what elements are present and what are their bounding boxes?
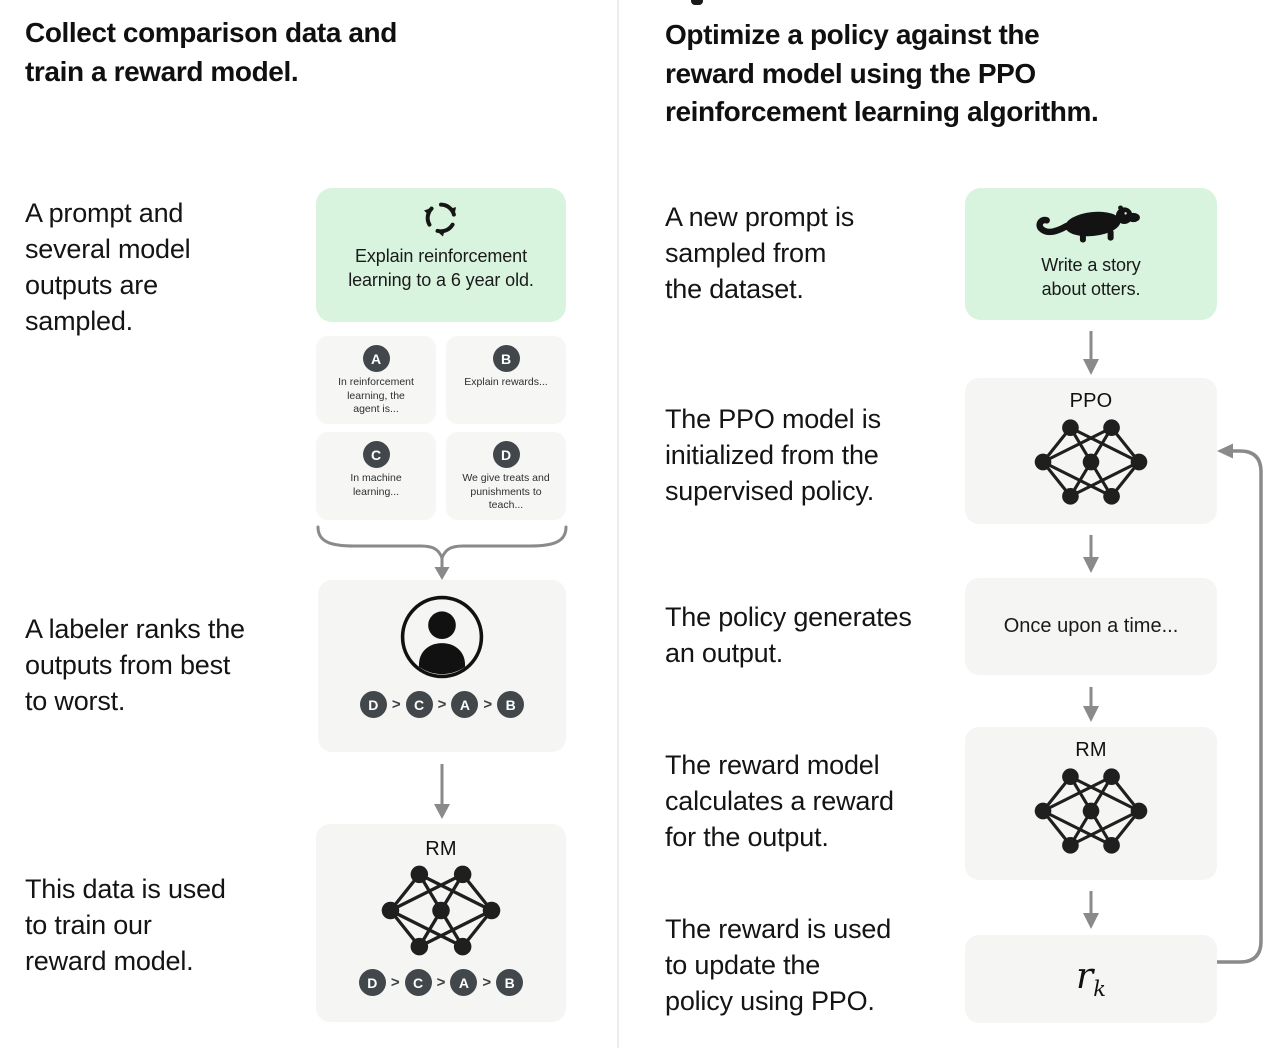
rank-badge-3: A: [450, 969, 478, 996]
prompt-card-right: Write a story about otters.: [965, 188, 1217, 320]
arrow-prompt-to-ppo: [1083, 331, 1099, 375]
right-step-1: A new prompt is sampled from the dataset…: [665, 202, 855, 304]
left-heading: Collect comparison data and train a rewa…: [25, 17, 397, 87]
rank-badge-3: A: [451, 691, 479, 718]
neural-network-icon: [1034, 768, 1148, 854]
reward-symbol: r: [1076, 956, 1094, 998]
ppo-label: PPO: [1069, 390, 1113, 412]
brace-connector: [316, 525, 568, 580]
rank-badge-2: C: [405, 691, 433, 718]
rank-badge-4: B: [497, 691, 525, 718]
reward-subscript: k: [1093, 977, 1106, 1002]
rank-separator: >: [390, 974, 400, 991]
output-text-b: Explain rewards...: [464, 376, 548, 388]
labeler-card: D > C > A > B: [318, 580, 566, 752]
output-box-b: B Explain rewards...: [446, 336, 566, 424]
neural-network-icon: [381, 865, 501, 956]
top-crop-artifact: [691, 0, 703, 5]
left-step-3: This data is used to train our reward mo…: [25, 874, 226, 976]
rank-separator: >: [436, 974, 446, 991]
output-badge-d: D: [492, 441, 520, 468]
prompt-card-right-text: Write a story about otters.: [1041, 255, 1141, 300]
output-box-d: D We give treats and punishments to teac…: [446, 432, 566, 520]
rank-badge-4: B: [496, 969, 524, 996]
rank-separator: >: [483, 696, 493, 713]
policy-output-card: Once upon a time...: [965, 578, 1217, 675]
otter-icon: [1036, 205, 1140, 243]
policy-output-text: Once upon a time...: [1003, 615, 1179, 637]
right-step-3: The policy generates an output.: [665, 602, 912, 668]
right-step-4: The reward model calculates a reward for…: [665, 750, 894, 852]
arrow-labeler-to-rm: [434, 764, 450, 819]
feedback-loop-arrow: [1217, 443, 1263, 964]
left-step-1: A prompt and several model outputs are s…: [25, 198, 191, 336]
output-text-d: We give treats and punishments to teach.…: [462, 472, 550, 512]
reward-model-card-left: RM D > C > A > B: [316, 824, 566, 1022]
output-badge-b: B: [492, 345, 520, 372]
arrow-ppo-to-output: [1083, 535, 1099, 573]
reward-value-card: rk: [965, 935, 1217, 1023]
reward-value: rk: [1076, 956, 1106, 1001]
ranking-row-labeler: D > C > A > B: [359, 691, 525, 718]
cycle-arrows-icon: [424, 202, 457, 237]
left-step-2: A labeler ranks the outputs from best to…: [25, 614, 245, 716]
output-badge-a: A: [362, 345, 390, 372]
person-icon: [400, 595, 484, 679]
rank-separator: >: [391, 696, 401, 713]
output-text-a: In reinforcement learning, the agent is.…: [338, 376, 414, 416]
right-heading: Optimize a policy against the reward mod…: [665, 19, 1099, 128]
ranking-row-rm: D > C > A > B: [358, 969, 524, 996]
output-text-c: In machine learning...: [350, 472, 402, 498]
right-step-5: The reward is used to update the policy …: [665, 914, 892, 1016]
column-divider: [617, 0, 619, 1048]
output-box-c: C In machine learning...: [316, 432, 436, 520]
output-badge-c: C: [362, 441, 390, 468]
arrow-output-to-rm: [1083, 687, 1099, 722]
neural-network-icon: [1034, 419, 1148, 505]
prompt-card-left-text: Explain reinforcement learning to a 6 ye…: [348, 246, 534, 291]
prompt-card-left: Explain reinforcement learning to a 6 ye…: [316, 188, 566, 322]
rm-label-right: RM: [1075, 739, 1107, 761]
arrow-rm-to-reward: [1083, 891, 1099, 929]
reward-model-card-right: RM: [965, 727, 1217, 880]
rank-badge-1: D: [358, 969, 386, 996]
rank-badge-2: C: [404, 969, 432, 996]
rank-separator: >: [437, 696, 447, 713]
ppo-card: PPO: [965, 378, 1217, 524]
rank-badge-1: D: [359, 691, 387, 718]
output-box-a: A In reinforcement learning, the agent i…: [316, 336, 436, 424]
right-step-2: The PPO model is initialized from the su…: [665, 404, 881, 506]
rm-label-left: RM: [425, 838, 457, 860]
rank-separator: >: [482, 974, 492, 991]
